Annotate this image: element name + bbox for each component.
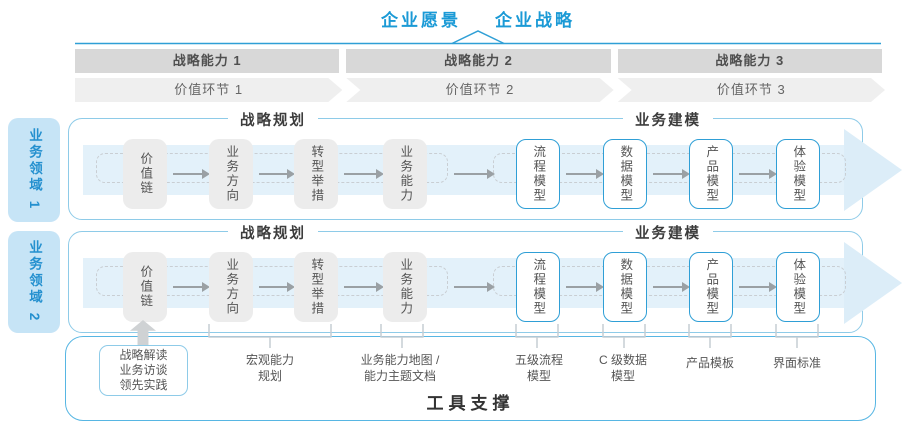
section-title-modeling: 业务建模 [623, 222, 713, 243]
tool-support-label: 工具支撑 [426, 394, 515, 413]
value-chevron-1: 价值环节 1 [75, 78, 342, 102]
strategy-title: 企业战略 [495, 11, 575, 30]
node-transformation-initiatives: 转型举措 [294, 139, 338, 209]
dashed-track-modeling [493, 153, 846, 183]
value-chevron-2: 价值环节 2 [346, 78, 613, 102]
capability-bar-3: 战略能力 3 [617, 49, 882, 73]
flow-arrow-icon [173, 169, 210, 178]
node-label: 产品模型 [704, 258, 719, 316]
node-label: 业务方向 [224, 258, 239, 316]
domain-tab-2: 业务领域 2 [8, 231, 60, 333]
flow-band-arrowhead-icon [844, 242, 902, 324]
flow-arrow-icon [566, 169, 604, 178]
header: 企业愿景 企业战略 [75, 6, 881, 31]
flow-arrow-icon [454, 282, 495, 291]
flow-arrow-icon [653, 169, 690, 178]
flow-band-arrowhead-icon [844, 129, 902, 211]
flow-arrow-icon [344, 282, 384, 291]
capability-bar-1: 战略能力 1 [75, 49, 340, 73]
node-experience-model: 体验模型 [776, 139, 820, 209]
capability-bar-2: 战略能力 2 [346, 49, 611, 73]
flow-arrow-icon [454, 169, 495, 178]
header-connector-line [75, 30, 881, 45]
domain-row-1: 战略规划 业务建模 价值链 业务方向 转型举措 业务能力 流程模型 数据模型 产… [68, 109, 902, 220]
node-business-direction: 业务方向 [209, 139, 253, 209]
node-label: 价值链 [138, 152, 153, 196]
section-title-modeling: 业务建模 [623, 109, 713, 130]
caret-up-icon [451, 30, 505, 45]
annotation-sources: 战略解读 业务访谈 领先实践 [99, 345, 188, 396]
node-data-model: 数据模型 [603, 252, 647, 322]
annotation-level5-process-model: 五级流程 模型 [514, 353, 564, 383]
node-business-capability: 业务能力 [383, 252, 427, 322]
dashed-track-planning [96, 153, 448, 183]
node-experience-model: 体验模型 [776, 252, 820, 322]
dashed-track-modeling [493, 266, 846, 296]
node-label: 流程模型 [531, 145, 546, 203]
node-value-chain: 价值链 [123, 139, 167, 209]
bracket-icon [688, 324, 732, 348]
node-product-model: 产品模型 [689, 252, 733, 322]
node-label: 业务能力 [398, 258, 413, 316]
section-title-planning: 战略规划 [228, 109, 318, 130]
domain-tab-1: 业务领域 1 [8, 118, 60, 222]
node-business-direction: 业务方向 [209, 252, 253, 322]
flow-arrow-icon [739, 169, 777, 178]
flow-arrow-icon [173, 282, 210, 291]
bracket-icon [602, 324, 646, 348]
node-data-model: 数据模型 [603, 139, 647, 209]
domain-tab-1-label: 业务领域 1 [27, 128, 42, 212]
node-business-capability: 业务能力 [383, 139, 427, 209]
bracket-icon [208, 324, 332, 348]
vision-title: 企业愿景 [381, 11, 461, 30]
annotation-macro-capability-planning: 宏观能力 规划 [245, 353, 295, 383]
node-label: 转型举措 [309, 258, 324, 316]
annotation-c-level-data-model: C 级数据 模型 [598, 353, 648, 383]
node-label: 转型举措 [309, 145, 324, 203]
node-label: 数据模型 [618, 258, 633, 316]
node-label: 体验模型 [791, 258, 806, 316]
flow-arrow-icon [259, 282, 295, 291]
bracket-icon [775, 324, 819, 348]
domain-row-2: 战略规划 业务建模 价值链 业务方向 转型举措 业务能力 流程模型 数据模型 产… [68, 222, 902, 333]
value-chevron-3: 价值环节 3 [618, 78, 885, 102]
bracket-icon [380, 324, 424, 348]
flow-arrow-icon [259, 169, 295, 178]
node-label: 体验模型 [791, 145, 806, 203]
node-transformation-initiatives: 转型举措 [294, 252, 338, 322]
node-process-model: 流程模型 [516, 139, 560, 209]
bracket-icon [515, 324, 559, 348]
section-title-planning: 战略规划 [228, 222, 318, 243]
value-chain-row: 价值环节 1 价值环节 2 价值环节 3 [75, 78, 885, 102]
node-value-chain: 价值链 [123, 252, 167, 322]
capability-bars: 战略能力 1 战略能力 2 战略能力 3 [75, 49, 882, 73]
node-label: 业务能力 [398, 145, 413, 203]
annotation-capability-map-docs: 业务能力地图 / 能力主题文档 [360, 353, 440, 383]
node-label: 价值链 [138, 265, 153, 309]
tool-support-container: 工具支撑 [65, 336, 876, 421]
flow-arrow-icon [344, 169, 384, 178]
node-label: 业务方向 [224, 145, 239, 203]
node-label: 流程模型 [531, 258, 546, 316]
node-label: 产品模型 [704, 145, 719, 203]
flow-arrow-icon [653, 282, 690, 291]
annotation-product-template: 产品模板 [685, 356, 735, 370]
node-product-model: 产品模型 [689, 139, 733, 209]
flow-arrow-icon [739, 282, 777, 291]
node-label: 数据模型 [618, 145, 633, 203]
domain-tab-2-label: 业务领域 2 [27, 240, 42, 324]
flow-arrow-icon [566, 282, 604, 291]
dashed-track-planning [96, 266, 448, 296]
node-process-model: 流程模型 [516, 252, 560, 322]
annotation-ui-standard: 界面标准 [772, 356, 822, 370]
